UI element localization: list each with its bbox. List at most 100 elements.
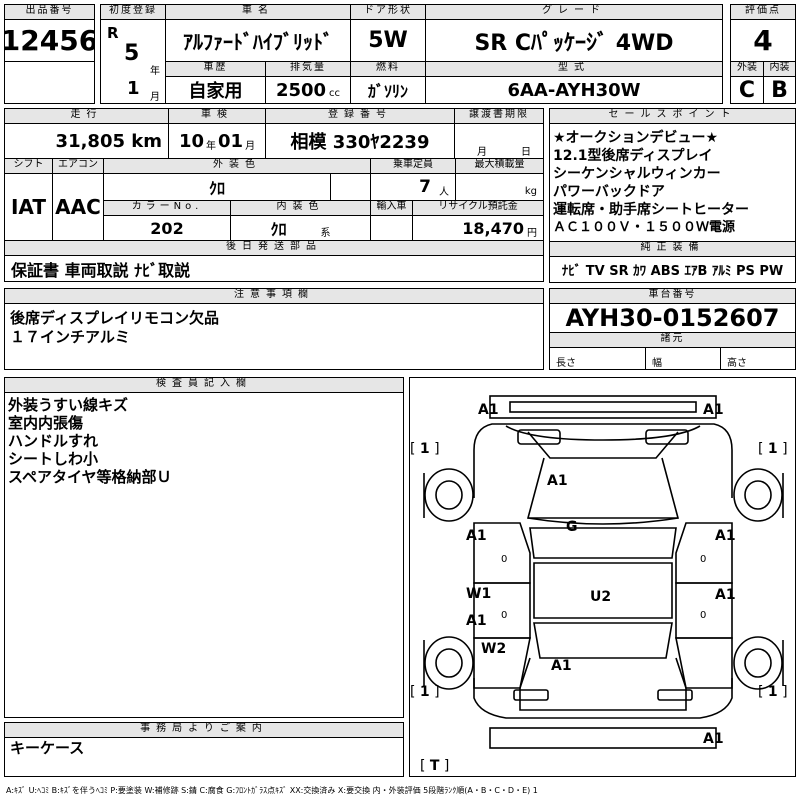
year-unit: 年: [150, 66, 160, 77]
grade-label: グレード: [425, 4, 723, 20]
int-color-label: 内装色: [230, 200, 371, 216]
tire-rl-value: 1: [419, 684, 430, 700]
capacity-value: 7: [419, 177, 431, 197]
mileage-label: 走行: [4, 108, 169, 124]
car-name: ｱﾙﾌｧｰﾄﾞﾊｲﾌﾞﾘｯﾄﾞ: [165, 19, 351, 62]
int-grade-label: 内装: [763, 61, 796, 77]
recycle-label: リサイクル預託金: [412, 200, 544, 216]
max-load-unit: kg: [524, 185, 537, 197]
door-label: ドア形状: [350, 4, 426, 20]
sales-line-5: 運転席・助手席シートヒーター: [553, 202, 749, 218]
notes-line-1: 後席ディスプレイリモコン欠品: [10, 309, 219, 327]
score: 4: [730, 19, 796, 62]
mark-tire-fr: [ 1 ]: [758, 441, 788, 457]
ext-color-label: 外装色: [103, 158, 371, 174]
color-no: 202: [103, 215, 231, 241]
color-no-label: カラーNo.: [103, 200, 231, 216]
inspection-label: 車検: [168, 108, 266, 124]
model: 6AA-AYH30W: [425, 76, 723, 104]
first-reg-year: 5: [124, 41, 140, 66]
int-color-unit: 系: [320, 227, 331, 239]
shift-label: シフト: [4, 158, 53, 174]
z-mark-1: 0: [501, 554, 508, 565]
tire-rr-value: 1: [767, 684, 778, 700]
length-box: 長さ: [549, 347, 646, 370]
lot-no-blank: [4, 61, 95, 104]
capacity-label: 乗車定員: [370, 158, 456, 174]
notes-line-2: １７インチアルミ: [10, 328, 130, 346]
mileage: 31,805 km: [4, 123, 169, 159]
inspector-line-5: スペアタイヤ等格納部Ｕ: [8, 468, 172, 486]
z-mark-4: 0: [700, 610, 707, 621]
mark-left-front-door: A1: [466, 528, 487, 544]
score-label: 評価点: [730, 4, 796, 20]
z-mark-2: 0: [700, 554, 707, 565]
inspector-label: 検査員記入欄: [4, 377, 404, 393]
office-text: キーケース: [10, 739, 85, 757]
later-parts: 保証書 車両取説 ﾅﾋﾞ取説: [4, 255, 544, 282]
plate-label: 登録番号: [265, 108, 455, 124]
ext-grade-label: 外装: [730, 61, 764, 77]
mark-hood: A1: [547, 473, 568, 489]
plate: 相模 330ﾔ2239: [265, 123, 455, 159]
transfer-label: 譲渡書期限: [454, 108, 544, 124]
chassis-no: AYH30-0152607: [549, 303, 796, 333]
mark-left-rear-door: A1: [466, 613, 487, 629]
lot-no-label: 出品番号: [4, 4, 95, 20]
month-unit: 月: [150, 92, 160, 103]
mark-tire-rl: [ 1 ]: [410, 684, 440, 700]
int-color-value: ｸﾛ: [270, 220, 287, 239]
sales-line-4: パワーバックドア: [553, 184, 665, 200]
ac-label: エアコン: [52, 158, 104, 174]
height-label: 高さ: [727, 358, 747, 369]
inspector-line-4: シートしわ小: [8, 450, 99, 468]
sales-line-2: 12.1型後席ディスプレイ: [553, 148, 713, 164]
displacement-label: 排気量: [265, 61, 351, 77]
insp-month: 10: [178, 130, 204, 152]
sales-points-label: セールスポイント: [549, 108, 796, 124]
displacement-value: 2500: [275, 79, 327, 101]
tire-fl-value: 1: [419, 441, 430, 457]
capacity-unit: 人: [439, 186, 449, 198]
notes-label: 注意事項欄: [4, 288, 544, 304]
recycle-value: 18,470: [462, 218, 524, 238]
inspector-line-3: ハンドルすれ: [8, 432, 99, 450]
width-box: 幅: [645, 347, 721, 370]
mark-rear: A1: [703, 731, 724, 747]
lot-no: 12456: [4, 19, 95, 62]
width-label: 幅: [652, 358, 662, 369]
transfer-day-unit: 日: [521, 147, 531, 158]
import-box: [370, 215, 413, 241]
office-label: 事務局よりご案内: [4, 722, 404, 738]
model-label: 型式: [425, 61, 723, 77]
car-name-label: 車名: [165, 4, 351, 20]
mark-u2: U2: [590, 589, 612, 605]
mark-tire-rr: [ 1 ]: [758, 684, 788, 700]
first-reg-label: 初度登録: [100, 4, 166, 20]
transfer-month-unit: 月: [477, 147, 487, 158]
insp-day: 01: [218, 130, 244, 152]
inspector-line-1: 外装うすい線キズ: [8, 396, 129, 414]
max-load: kg: [455, 173, 544, 201]
later-parts-label: 後日発送部品: [4, 240, 544, 256]
ext-grade: C: [730, 76, 764, 104]
height-box: 高さ: [720, 347, 796, 370]
mark-right-front-door: A1: [715, 528, 736, 544]
sales-line-1: ★オークションデビュー★: [553, 130, 719, 146]
inspector-line-2: 室内内張傷: [8, 414, 84, 432]
mark-w2: W2: [481, 641, 507, 657]
mark-trunk: A1: [551, 658, 572, 674]
fuel: ｶﾞｿﾘﾝ: [350, 76, 426, 104]
dims-label: 諸元: [549, 332, 796, 348]
mark-right-rear-door: A1: [715, 587, 736, 603]
era: R: [107, 24, 119, 42]
recycle-unit: 円: [527, 227, 537, 239]
ext-color: ｸﾛ: [103, 173, 331, 201]
history-label: 車歴: [165, 61, 266, 77]
mark-roof: G: [566, 519, 578, 535]
import-label: 輸入車: [370, 200, 413, 216]
insp-year-unit: 年: [206, 140, 216, 152]
